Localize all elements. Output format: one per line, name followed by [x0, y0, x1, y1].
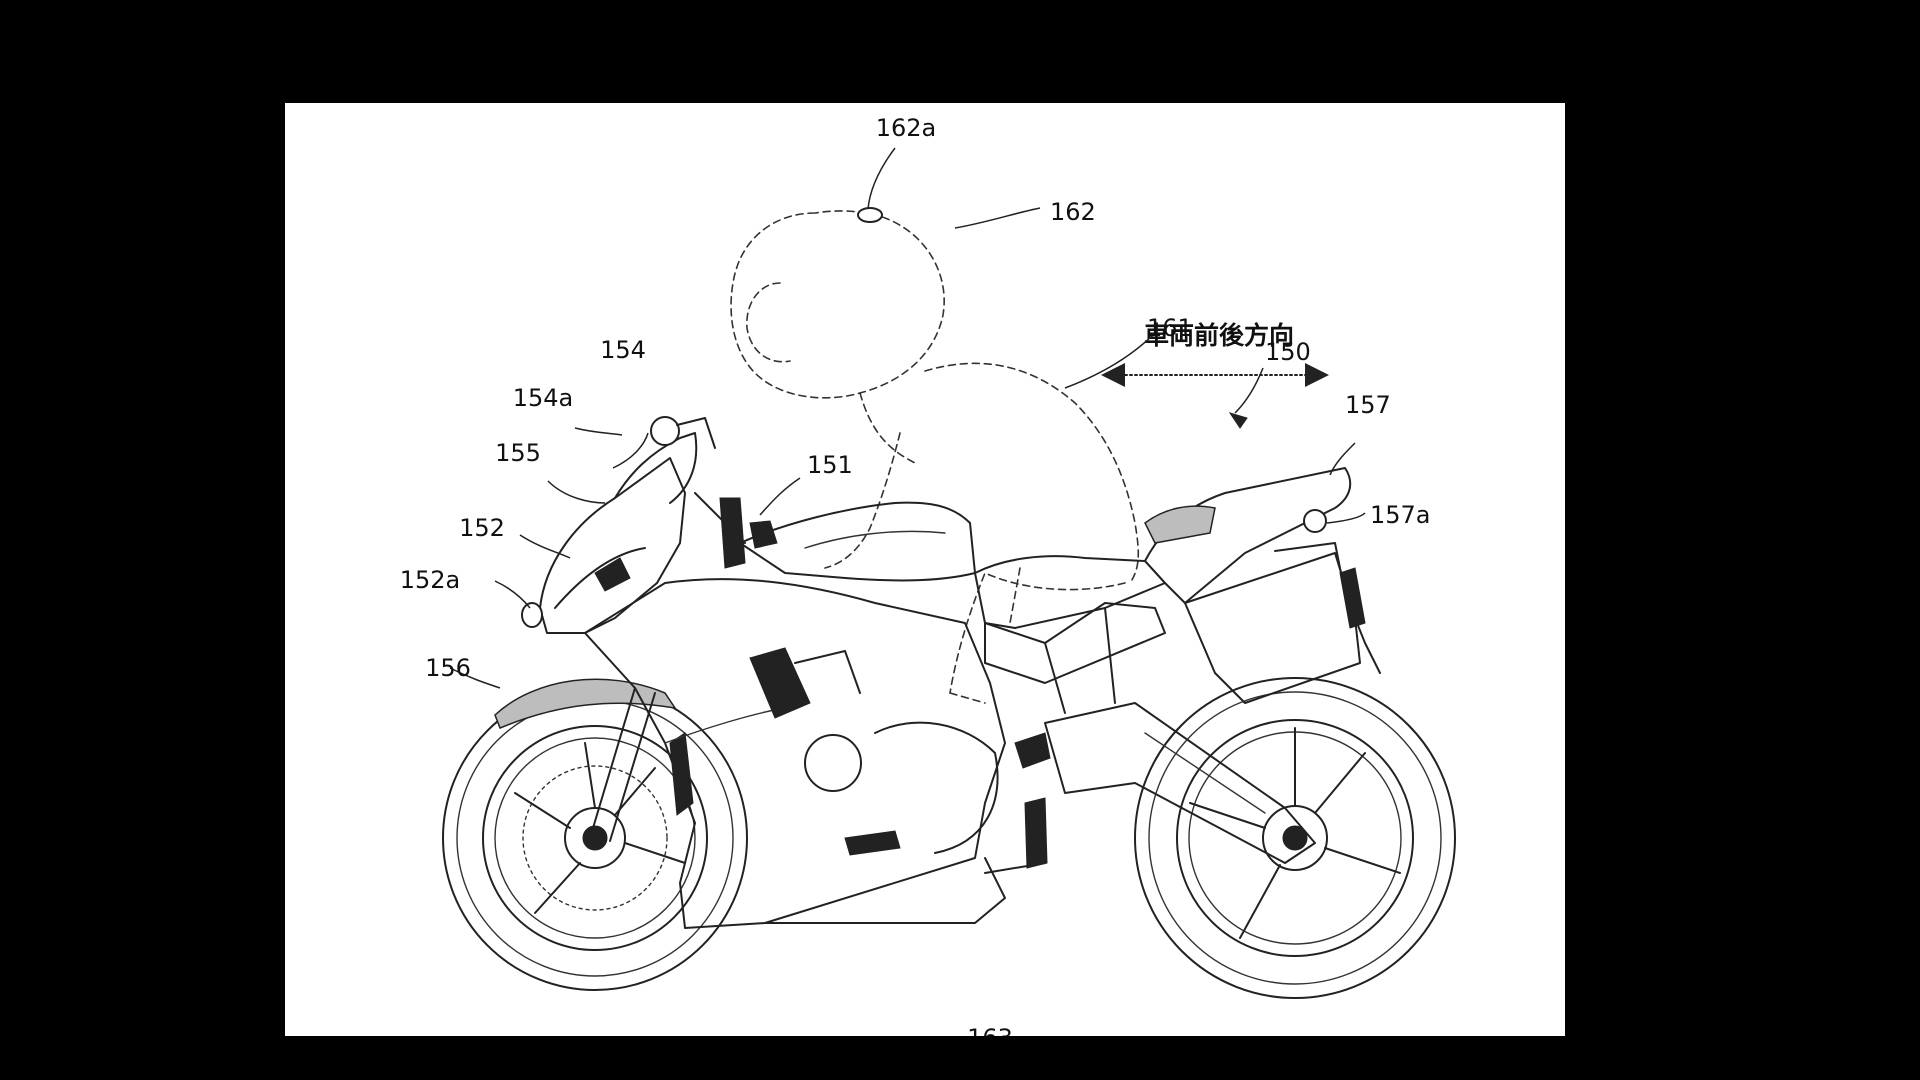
rider-outline	[730, 207, 1140, 704]
label-155: 155	[495, 439, 541, 467]
label-156: 156	[425, 654, 471, 682]
direction-indicator: 車両前後方向	[1101, 321, 1329, 387]
helmet-lamp	[857, 207, 883, 223]
headlight	[521, 602, 543, 628]
reference-labels: 162a 162 161 150 157 157a 151 154 154a 1…	[400, 114, 1431, 1036]
windscreen	[614, 432, 698, 504]
tail-lamp	[1303, 509, 1327, 533]
front-wheel	[442, 685, 748, 991]
label-150: 150	[1265, 338, 1311, 366]
label-152a: 152a	[400, 566, 461, 594]
muffler	[1184, 552, 1361, 704]
label-162: 162	[1050, 198, 1096, 226]
rear-wheel	[1134, 677, 1456, 999]
swingarm	[1044, 702, 1316, 864]
motorcycle-rider-diagram: 車両前後方向 162a 16	[400, 114, 1456, 1036]
label-151: 151	[807, 451, 853, 479]
label-152: 152	[459, 514, 505, 542]
leader-lines	[449, 147, 1366, 689]
label-161: 161	[1147, 314, 1193, 342]
front-fender	[494, 678, 677, 729]
fuel-tank	[739, 501, 976, 582]
front-cowl	[539, 457, 686, 634]
label-157a: 157a	[1370, 501, 1431, 529]
label-162a-top: 162a	[876, 114, 937, 142]
direction-label: 車両前後方向	[1144, 321, 1294, 350]
side-fairing	[584, 578, 1006, 929]
motorcycle	[442, 416, 1456, 999]
label-154a: 154a	[513, 384, 574, 412]
label-154: 154	[600, 336, 646, 364]
label-163: 163	[967, 1024, 1013, 1036]
patent-drawing-sheet: 車両前後方向 162a 16	[285, 103, 1565, 1036]
label-157: 157	[1345, 391, 1391, 419]
mirror-lamp	[650, 416, 680, 446]
